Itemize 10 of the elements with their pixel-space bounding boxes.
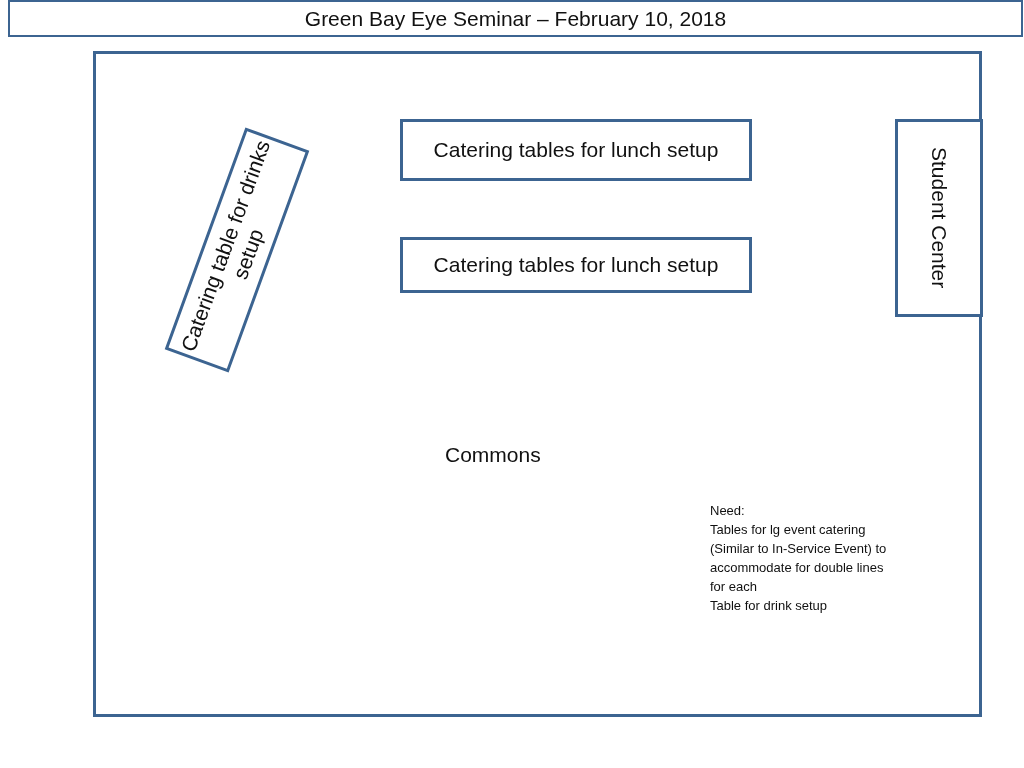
note-text: Need: Tables for lg event catering (Similar to In-Service Event) to accommodate for double lines for each Table for drink setup	[710, 502, 887, 615]
student-center-entrance	[895, 119, 983, 317]
lunch-table	[400, 119, 752, 181]
title-text: Green Bay Eye Seminar – February 10, 2018	[304, 6, 727, 31]
table-label: Student Center	[927, 147, 952, 289]
lunch-table	[400, 237, 752, 293]
table-label: Catering tables for lunch setup	[433, 137, 719, 163]
table-label: Catering tables for lunch setup	[433, 252, 719, 278]
room-outline	[93, 51, 982, 717]
room-name: Commons	[445, 443, 541, 467]
